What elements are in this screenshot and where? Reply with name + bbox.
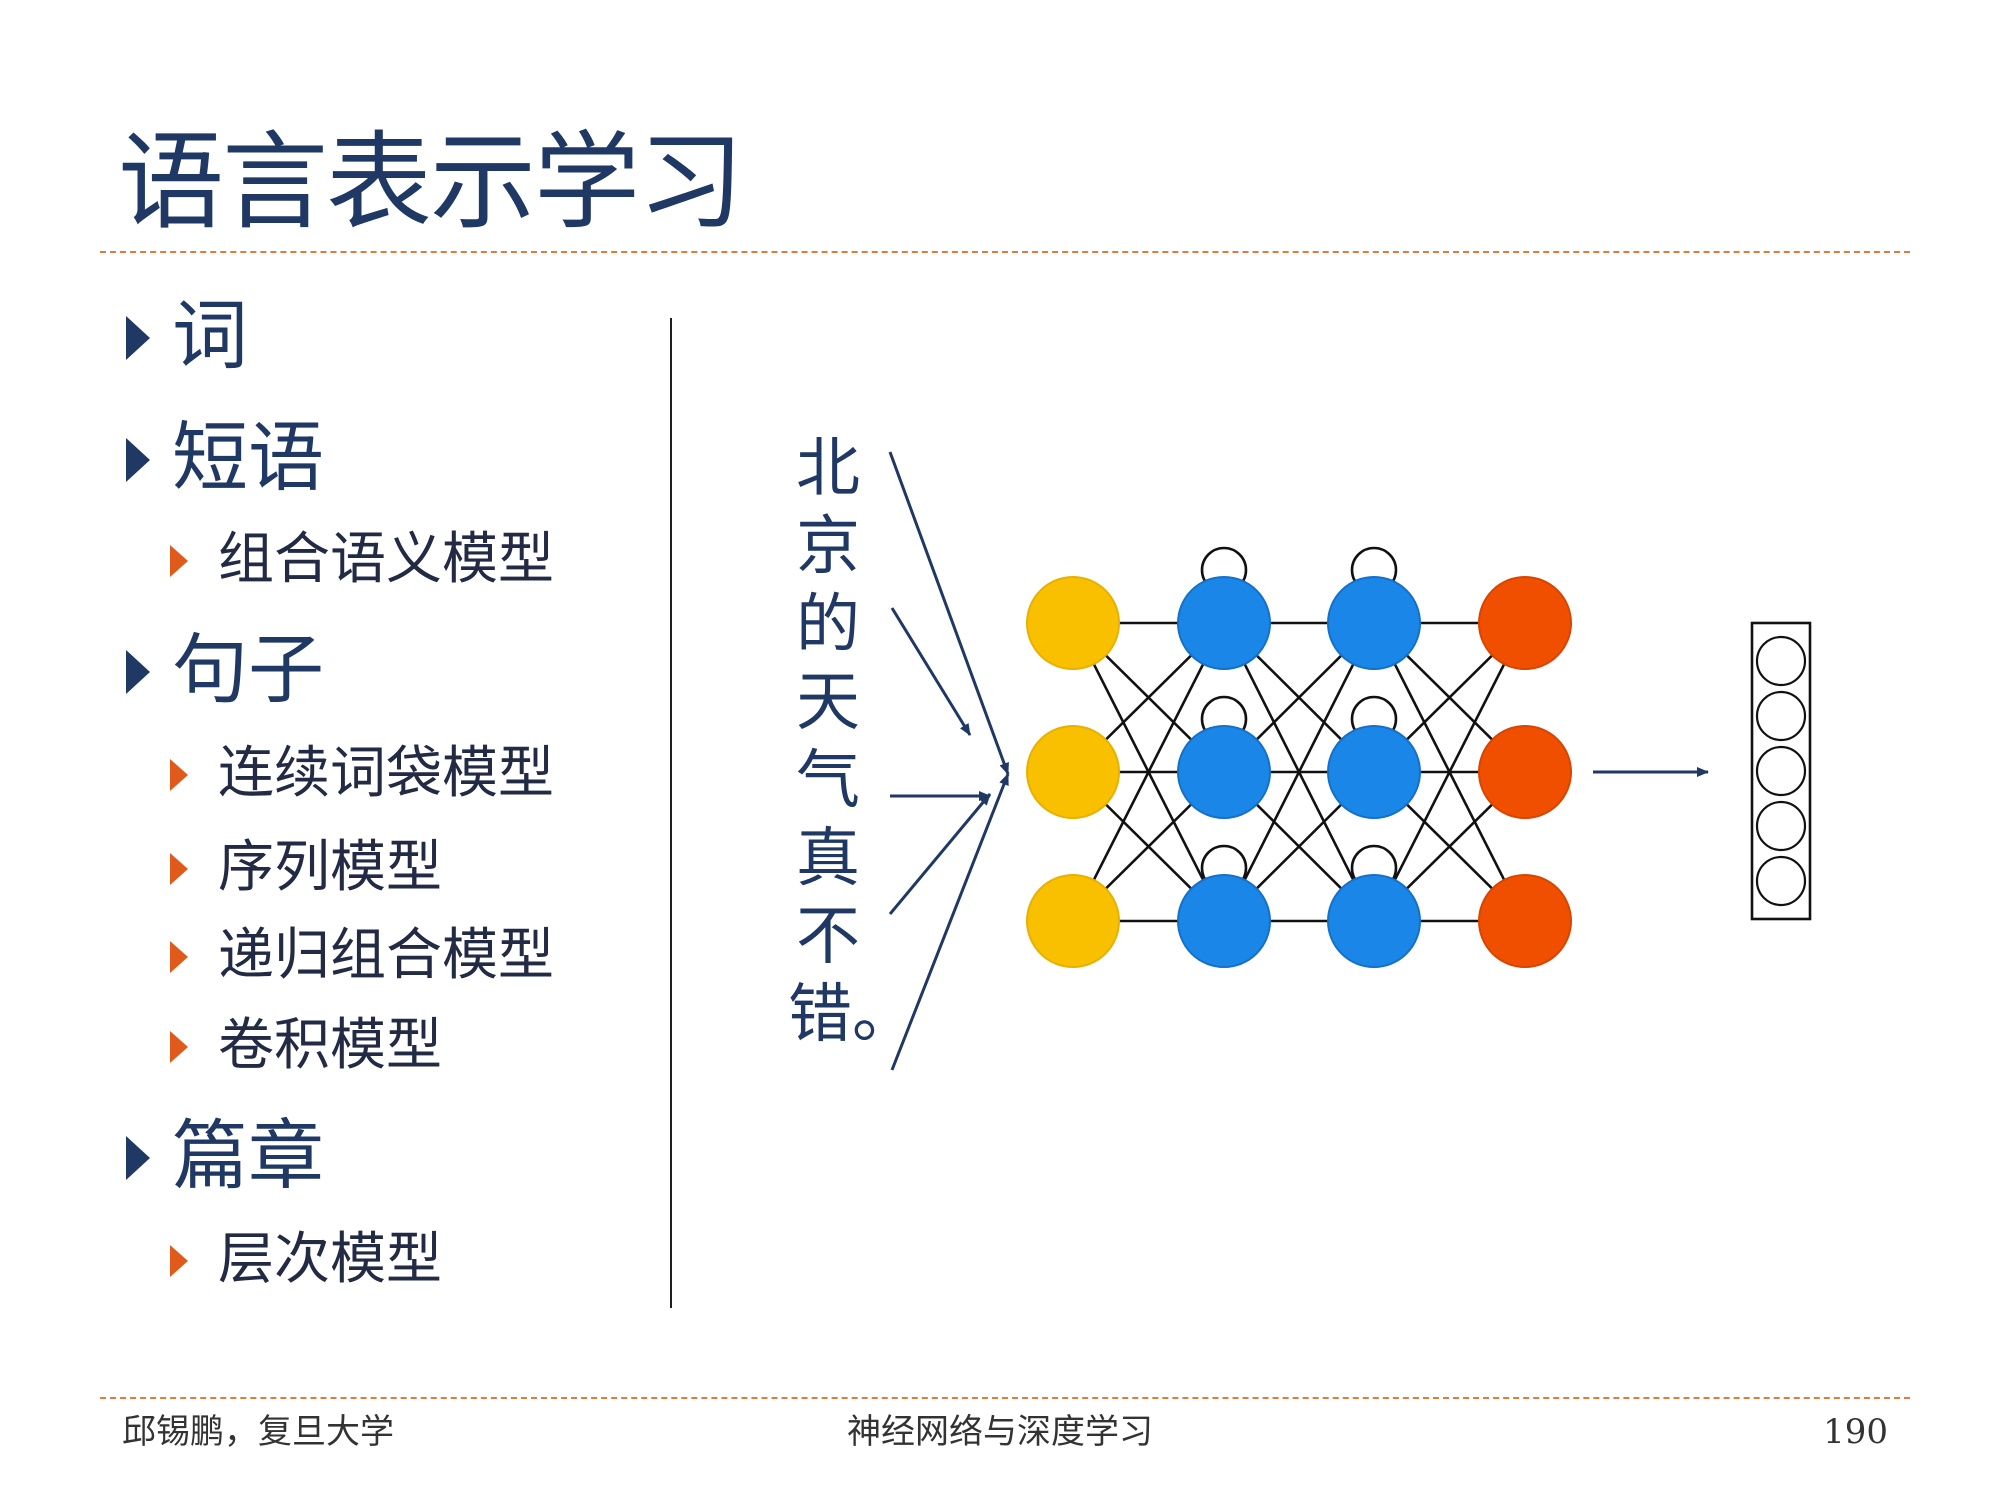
footer-author: 邱锡鹏，复旦大学 xyxy=(122,1412,394,1452)
representation-vector xyxy=(1750,621,1812,921)
output-node xyxy=(1478,576,1572,670)
footer-course: 神经网络与深度学习 xyxy=(847,1412,1153,1452)
hidden-node xyxy=(1327,576,1421,670)
footer-divider xyxy=(100,1397,1910,1399)
output-layer xyxy=(1478,576,1572,968)
input-sentence: 北京的天气真不错。 xyxy=(788,432,916,1052)
input-arrow xyxy=(890,607,972,736)
input-node xyxy=(1026,576,1120,670)
input-node xyxy=(1026,874,1120,968)
sub-bullet-label: 卷积模型 xyxy=(218,1013,442,1078)
sub-bullet-arrow-icon xyxy=(170,759,188,791)
sub-bullet-label: 递归组合模型 xyxy=(218,923,554,988)
bullet-arrow-icon xyxy=(126,1136,150,1180)
sub-bullet-arrow-icon xyxy=(170,545,188,577)
hidden-node xyxy=(1327,874,1421,968)
bullet-label: 篇章 xyxy=(172,1111,324,1200)
slide-title: 语言表示学习 xyxy=(118,121,744,244)
bullet-label: 词 xyxy=(172,291,248,380)
hidden-node xyxy=(1177,576,1271,670)
input-layer xyxy=(1026,576,1120,968)
hidden-node xyxy=(1177,874,1271,968)
sub-bullet-label: 连续词袋模型 xyxy=(218,741,554,806)
bullet-arrow-icon xyxy=(126,650,150,694)
neural-network-diagram xyxy=(888,451,1812,1071)
vector-cell xyxy=(1755,635,1807,687)
vector-cell xyxy=(1755,690,1807,742)
sub-bullet-label: 组合语义模型 xyxy=(218,527,554,592)
input-arrow xyxy=(888,793,992,915)
title-divider xyxy=(100,251,1910,253)
network-connections xyxy=(1071,621,1527,923)
input-node xyxy=(1026,725,1120,819)
sub-bullet-arrow-icon xyxy=(170,941,188,973)
bullet-label: 句子 xyxy=(172,625,324,714)
column-divider xyxy=(670,318,672,1308)
sub-bullet-arrow-icon xyxy=(170,1245,188,1277)
sub-bullet-arrow-icon xyxy=(170,853,188,885)
sub-bullet-label: 层次模型 xyxy=(218,1227,442,1292)
vector-cell xyxy=(1755,855,1807,907)
vector-cell xyxy=(1755,745,1807,797)
input-arrow xyxy=(888,451,1010,775)
hidden-layer-2 xyxy=(1327,576,1421,968)
input-arrow xyxy=(890,773,1010,1071)
hidden-node xyxy=(1177,725,1271,819)
bullet-label: 短语 xyxy=(172,413,324,502)
vector-cell xyxy=(1755,800,1807,852)
bullet-arrow-icon xyxy=(126,438,150,482)
output-node xyxy=(1478,874,1572,968)
hidden-layer-1 xyxy=(1177,576,1271,968)
output-node xyxy=(1478,725,1572,819)
sub-bullet-arrow-icon xyxy=(170,1031,188,1063)
input-arrows xyxy=(888,451,1010,1071)
hidden-node xyxy=(1327,725,1421,819)
sub-bullet-label: 序列模型 xyxy=(218,835,442,900)
bullet-arrow-icon xyxy=(126,316,150,360)
page-number: 190 xyxy=(1823,1412,1888,1452)
